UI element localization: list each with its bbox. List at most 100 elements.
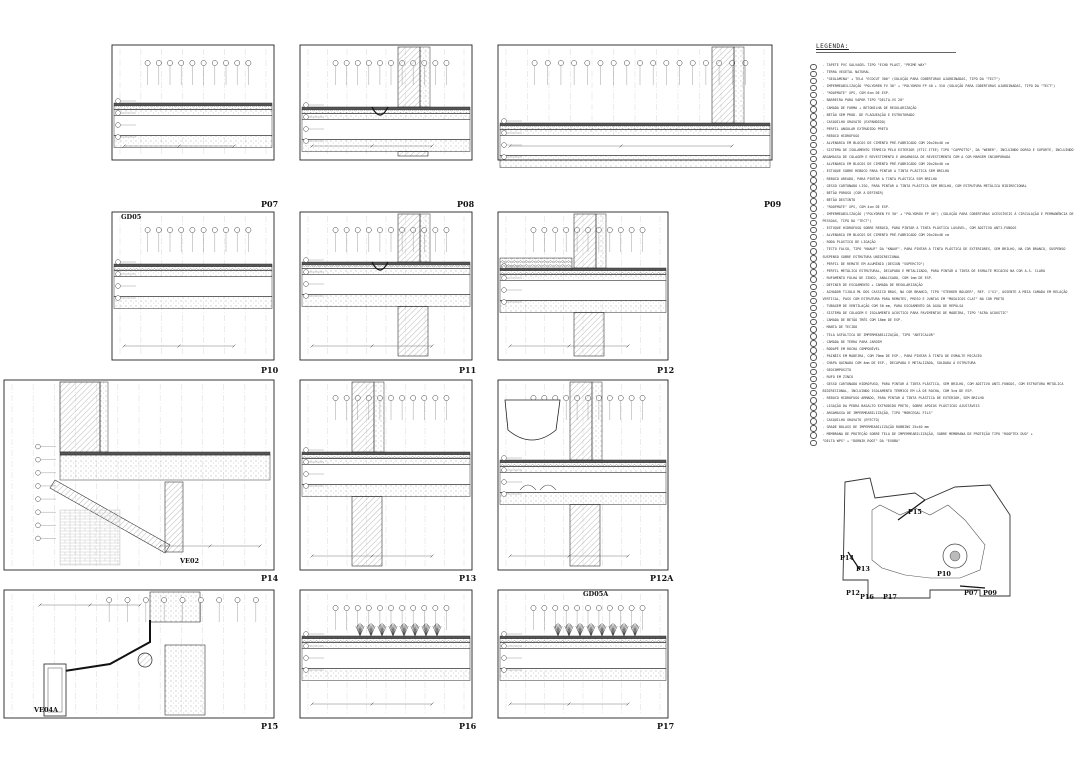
legend-number-bubble xyxy=(810,354,817,361)
reference-bubble xyxy=(303,655,309,661)
detail-panel-p12 xyxy=(497,211,669,361)
legend-number-bubble xyxy=(810,290,817,298)
legend-item-text: - REBOCO AREADO, PARA PINTAR A TINTA PLÁ… xyxy=(822,176,937,181)
legend-number-bubble xyxy=(810,162,817,170)
reference-bubble xyxy=(365,605,372,611)
reference-bubble xyxy=(155,60,162,66)
key-plan xyxy=(842,477,1011,599)
legend-item-text: - ALVENARIA EM BLOCOS DE CIMENTO PRÉ-FAB… xyxy=(822,141,950,146)
wall-section xyxy=(397,46,421,108)
reference-bubble xyxy=(303,483,309,489)
planting-symbol xyxy=(598,624,603,637)
panel-label-p12a: P12A xyxy=(650,573,674,583)
reference-bubble xyxy=(245,60,252,66)
dimension-tick xyxy=(619,144,623,148)
legend-number-bubble xyxy=(810,148,817,156)
reference-bubble xyxy=(365,227,372,233)
legend-item-text: "DELTA WPS" + "DORNIK ROOT" DA "EVOBA" xyxy=(822,438,901,443)
reference-bubble xyxy=(354,60,361,66)
reference-bubble xyxy=(115,98,121,104)
reference-bubble xyxy=(189,227,196,233)
reference-bubble xyxy=(530,605,537,611)
detail-panel-p16 xyxy=(299,589,473,719)
wall-section xyxy=(397,213,421,263)
legend-item: "DELTA WPS" + "DORNIK ROOT" DA "EVOBA" xyxy=(810,438,1015,447)
legend-item: - CAMADA DE TERRA PARA JARDIM xyxy=(810,340,1015,347)
reference-bubble xyxy=(501,479,507,485)
membrane-layer xyxy=(499,122,771,126)
reference-bubble xyxy=(35,443,41,450)
legend-item: - TECTO FALSO, TIPO "KNAUF" DA "KNAUF", … xyxy=(810,247,1065,255)
concrete-slab xyxy=(499,155,771,168)
membrane-layer xyxy=(113,263,273,267)
planting-symbol xyxy=(579,625,585,637)
legend-item-text: - RODAPÉ EM ROCHA COMPONÍVEL xyxy=(822,346,880,351)
legend-number-bubble xyxy=(810,347,817,354)
legend-item-text: - MEMBRANA DE PROTEÇÃO SOBRE TELA DE IMP… xyxy=(822,431,1033,436)
window-glass xyxy=(47,667,63,713)
gravel-layer xyxy=(499,638,667,643)
planting-symbol xyxy=(630,625,636,637)
reference-bubble xyxy=(501,455,507,461)
reference-bubble xyxy=(410,395,417,401)
panel-label-p09: P09 xyxy=(764,199,782,209)
planting-symbol xyxy=(590,624,595,637)
legend-number-bubble xyxy=(810,233,817,241)
planting-symbol xyxy=(392,625,398,637)
reference-bubble xyxy=(377,60,383,66)
reference-bubble xyxy=(563,395,570,401)
legend-number-bubble xyxy=(810,425,817,432)
legend-item-text: - PERFIL METÁLICO ESTRUTURAL, DECAPADO E… xyxy=(822,268,1046,273)
reference-bubble xyxy=(106,597,113,603)
reference-bubble xyxy=(303,293,309,299)
wall-section xyxy=(351,381,375,453)
panel-label-p13: P13 xyxy=(459,573,477,583)
reference-bubble xyxy=(142,597,149,603)
legend-item-text: - ALVENARIA EM BLOCOS DE CIMENTO PRÉ-FAB… xyxy=(822,233,950,238)
reference-bubble xyxy=(303,269,309,275)
legend-item-text: - TELA ASFÁLTICA DE IMPERMEABILIZAÇÃO, T… xyxy=(822,332,935,337)
legend-item-text: SUSPENSO SOBRE ESTRUTURA UNIDIRECIONAL xyxy=(822,254,901,259)
dimension-tick xyxy=(430,344,434,348)
reference-bubble xyxy=(303,459,309,465)
reference-bubble xyxy=(563,605,570,611)
detail-panel-p13 xyxy=(299,379,473,571)
planting-symbol xyxy=(370,625,376,637)
wall-insulation xyxy=(373,381,385,453)
screed-layer xyxy=(301,458,471,465)
legend-item-text: - BETÃO DESTINTO xyxy=(822,197,856,202)
legend-item-text: - SISTEMA DE ISOLAMENTO TÉRMICO PELO EXT… xyxy=(822,148,1074,153)
legend-item-text: - CASQUILHO GRAVATO (EFECTO) xyxy=(822,417,880,422)
planting-symbol xyxy=(568,625,574,637)
masonry-elevation xyxy=(59,509,121,566)
legend-number-bubble xyxy=(810,340,817,347)
dimension-tick xyxy=(208,544,212,548)
dimension-tick xyxy=(370,144,374,148)
reference-bubble xyxy=(115,295,121,301)
gutter-profile xyxy=(371,106,389,116)
legend-item: - RODA PLÁSTICO DE LIGAÇÃO xyxy=(810,240,1015,248)
planting-symbol xyxy=(370,623,373,637)
legend-number-bubble xyxy=(810,198,817,205)
reference-bubble xyxy=(303,138,309,144)
detail-panel-p12a xyxy=(497,379,669,571)
concrete-slab xyxy=(301,484,471,497)
insulation-layer xyxy=(301,119,471,140)
legend-item: - "ROOFMATE" XPS, COM 6cm DE ESP. xyxy=(810,91,1015,99)
reference-bubble xyxy=(332,227,339,233)
concrete-slab xyxy=(499,668,667,681)
concrete-slab xyxy=(301,294,471,307)
legend-item: - BETÃO POROSO (COR A DEFINIR) xyxy=(810,191,1015,198)
dimension-tick xyxy=(177,344,181,348)
legend-item-text: - MANTA DE TECIDO xyxy=(822,325,858,330)
planting-symbol xyxy=(367,624,372,637)
reference-bubble xyxy=(530,227,537,233)
planting-symbol xyxy=(575,625,581,637)
legend-number-bubble xyxy=(810,326,817,333)
legend-item-text: ARGAMASSA DE COLAGEM E REVESTIMENTO E AR… xyxy=(822,155,1011,160)
planting-symbol xyxy=(381,623,384,637)
reference-bubble xyxy=(234,597,241,603)
reference-bubble xyxy=(35,457,41,463)
legend-number-bubble xyxy=(810,219,817,227)
legend-item-text: - TAPETE PVC GALVAGEL TIPO "ECHO PLAST, … xyxy=(822,63,927,67)
